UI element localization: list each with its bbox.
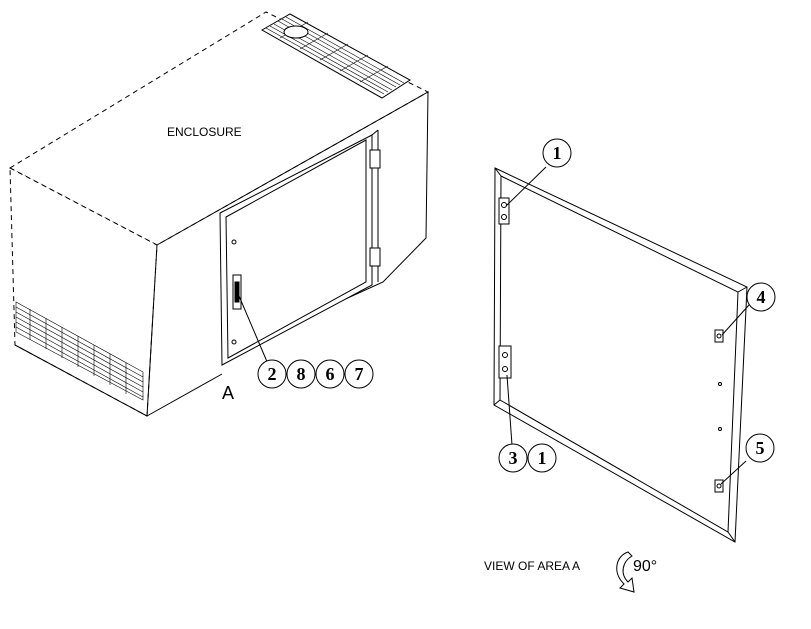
enclosure-label: ENCLOSURE (167, 125, 242, 139)
callout-2: 2 (268, 364, 277, 384)
leader-lines (238, 166, 750, 485)
callout-1-top: 1 (553, 143, 562, 163)
callout-circles (257, 138, 776, 473)
callout-8: 8 (297, 364, 306, 384)
callout-3: 3 (509, 448, 518, 468)
rotate-arrow-icon (616, 551, 635, 593)
side-vent-grille (15, 301, 144, 401)
callout-7: 7 (355, 364, 364, 384)
callout-5: 5 (756, 438, 765, 458)
view-caption: VIEW OF AREA A (484, 559, 580, 573)
callout-6: 6 (326, 364, 335, 384)
area-a-marker: A (222, 383, 234, 403)
enclosure-body (8, 11, 430, 417)
enclosure-door (219, 129, 381, 366)
top-vent-grille (260, 13, 411, 99)
rotation-label: 90° (633, 558, 657, 575)
callout-4: 4 (757, 287, 766, 307)
callout-1-bottom: 1 (538, 448, 547, 468)
detached-door-panel (493, 167, 748, 543)
